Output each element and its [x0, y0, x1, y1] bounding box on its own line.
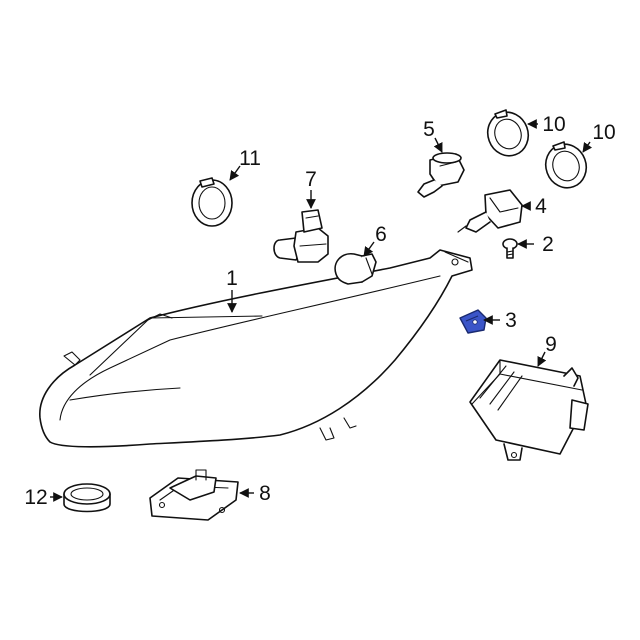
- callout-number-9: 9: [545, 333, 557, 356]
- round-cap[interactable]: [63, 483, 111, 513]
- leader-line-6: [363, 241, 375, 257]
- bulb-with-socket[interactable]: [273, 209, 329, 263]
- leader-line-10b: [582, 141, 593, 153]
- callout-numbers: 1 2 3 4 5 6 7 8 9 10 10 11 12: [24, 113, 615, 509]
- callout-number-12: 12: [24, 486, 47, 509]
- callout-number-5: 5: [423, 118, 435, 141]
- callout-number-2: 2: [542, 233, 554, 256]
- callout-number-6: 6: [375, 223, 387, 246]
- access-cover-upper[interactable]: [482, 106, 535, 161]
- callout-number-8: 8: [259, 482, 271, 505]
- callout-number-10a: 10: [542, 113, 565, 136]
- callout-number-7: 7: [305, 168, 317, 191]
- callout-number-4: 4: [535, 195, 547, 218]
- callout-number-10b: 10: [592, 121, 615, 144]
- leader-line-11: [229, 165, 241, 181]
- headlamp-assembly[interactable]: [39, 249, 473, 448]
- halogen-bulb[interactable]: [417, 152, 465, 198]
- control-module[interactable]: [469, 359, 589, 461]
- leader-line-9: [537, 351, 547, 367]
- access-cover-left[interactable]: [191, 177, 233, 227]
- access-cover-right[interactable]: [540, 138, 593, 193]
- ballast-igniter[interactable]: [149, 469, 239, 521]
- screw[interactable]: [502, 238, 518, 259]
- retaining-clip[interactable]: [459, 309, 487, 334]
- leader-line-5: [433, 137, 443, 153]
- hid-bulb[interactable]: [457, 189, 523, 233]
- callout-number-11: 11: [239, 147, 261, 170]
- callout-number-3: 3: [505, 309, 517, 332]
- callout-number-1: 1: [226, 267, 238, 290]
- callout-lines: [50, 119, 593, 502]
